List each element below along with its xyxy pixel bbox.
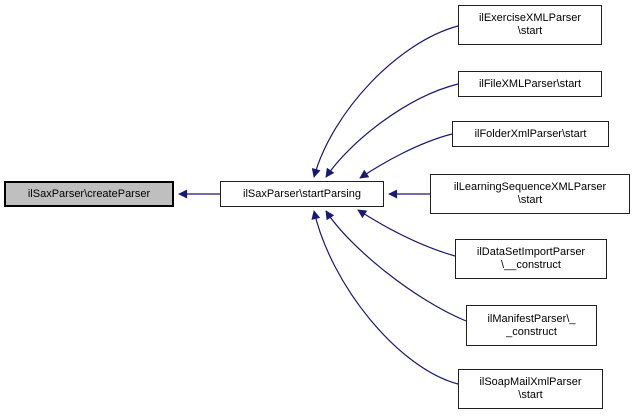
edge-dataSetConstruct-startParsing bbox=[357, 209, 456, 257]
node-label-line: _construct bbox=[506, 325, 557, 338]
node-label-line: ilSoapMailXmlParser bbox=[479, 376, 582, 388]
edge-exerciseStart-startParsing bbox=[311, 25, 459, 178]
node-label-line: \start bbox=[517, 25, 543, 37]
edge-manifestConstruct-startParsing bbox=[325, 210, 467, 322]
node-ilfolderxmlparser-start[interactable]: ilFolderXmlParser\start bbox=[452, 121, 609, 147]
node-ilmanifestparser-construct[interactable]: ilManifestParser\_ _construct bbox=[466, 305, 597, 346]
edge-soapMailStart-startParsing bbox=[311, 210, 459, 385]
node-label-line: \start bbox=[517, 194, 543, 206]
node-label-line: ilFolderXmlParser\start bbox=[474, 127, 587, 140]
node-label-line: ilManifestParser\_ bbox=[487, 312, 576, 325]
node-label-line: ilLearningSequenceXMLParser bbox=[453, 181, 607, 193]
node-label-line: \start bbox=[518, 389, 543, 401]
node-ilsaxparser-startparsing[interactable]: ilSaxParser\startParsing bbox=[220, 181, 384, 207]
node-label-line: ilExerciseXMLParser bbox=[478, 12, 582, 24]
node-label-line: \__construct bbox=[501, 259, 561, 271]
node-label-line: ilSaxParser\startParsing bbox=[243, 187, 361, 200]
node-illearningsequencexmlparser-start[interactable]: ilLearningSequenceXMLParser \start bbox=[430, 174, 630, 214]
node-ilexercisexmlparser-start[interactable]: ilExerciseXMLParser \start bbox=[458, 5, 602, 45]
edge-fileStart-startParsing bbox=[325, 83, 459, 178]
node-label-line: ilDataSetImportParser bbox=[476, 246, 586, 258]
edge-folderStart-startParsing bbox=[359, 133, 453, 179]
node-label-line: ilSaxParser\createParser bbox=[27, 187, 151, 200]
node-ilsoapmailxmlparser-start[interactable]: ilSoapMailXmlParser \start bbox=[458, 369, 603, 409]
node-ildatasetimportparser-construct[interactable]: ilDataSetImportParser \__construct bbox=[455, 239, 607, 279]
node-label-line: ilFileXMLParser\start bbox=[478, 77, 582, 90]
node-ilfilexmlparser-start[interactable]: ilFileXMLParser\start bbox=[458, 71, 602, 97]
node-ilsaxparser-createparser: ilSaxParser\createParser bbox=[4, 181, 174, 207]
